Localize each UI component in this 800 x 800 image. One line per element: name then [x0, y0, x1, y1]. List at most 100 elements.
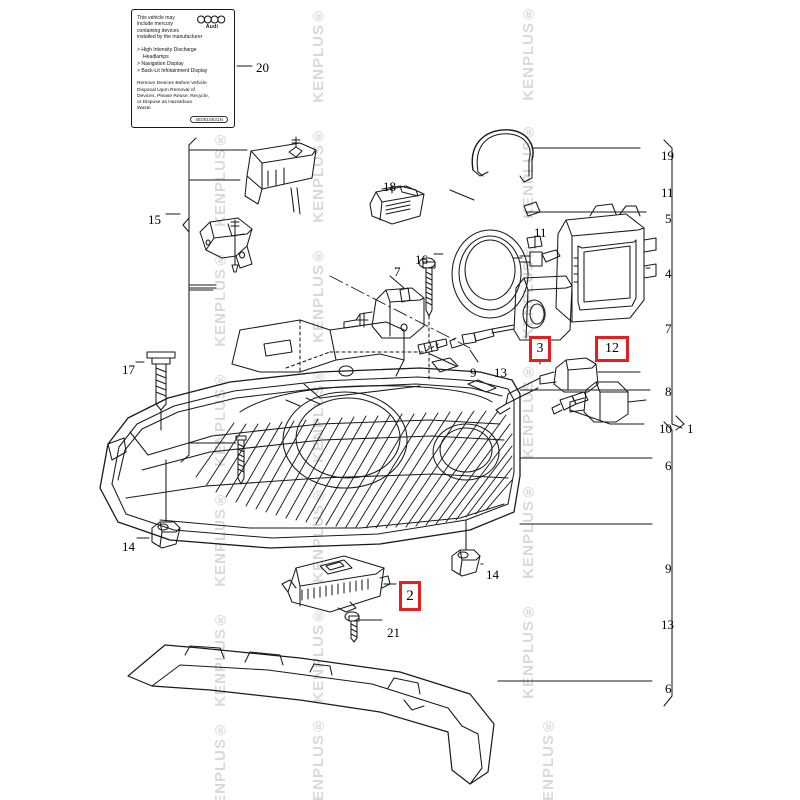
- mercury-disposal-note: Remove Devices Before Vehicle Disposal U…: [137, 81, 229, 112]
- callout-number-4: 4: [665, 266, 672, 281]
- centerline-adjuster: [329, 275, 471, 349]
- part-13-pins: [491, 324, 515, 334]
- part-bulb-12-tip: [495, 403, 511, 415]
- part-headlight-inner: [111, 376, 515, 539]
- bracket-15-outer: [180, 137, 197, 463]
- part-igniter-3-bore2: [529, 303, 545, 325]
- part-screw-threads-17: [155, 367, 167, 397]
- part-bulb-10-base: [571, 391, 589, 405]
- callout-number-13: 13: [494, 365, 507, 380]
- part-cover-top-edge: [250, 149, 317, 164]
- part-13-stem: [473, 328, 495, 342]
- part-ring-5-mid: [458, 235, 522, 311]
- audi-brand-mark: Audi: [196, 15, 228, 30]
- mercury-heading-line-3: containing devices: [137, 27, 179, 34]
- bracket-15-notch: [182, 217, 190, 233]
- part-bulb-11-base: [529, 251, 543, 267]
- part-screw-threads-21: [350, 623, 358, 638]
- part-adjuster-7: [371, 287, 425, 339]
- highlighted-callout-12: 12: [595, 336, 629, 362]
- part-ballast-2-top: [295, 567, 385, 587]
- part-ballast-2-mount-r: [379, 575, 391, 589]
- mercury-foot-4: or Dispose as Hazardous: [137, 100, 192, 106]
- part-nut-14r: [451, 549, 481, 577]
- mercury-foot-5: Waste: [137, 106, 151, 112]
- bracket-1-lower-top: [663, 421, 673, 431]
- callout-number-11-bulb: 11: [534, 225, 547, 240]
- callout-number-6-upper: 6: [665, 458, 672, 473]
- callout-number-7: 7: [394, 264, 401, 279]
- part-inner-clip: [285, 397, 321, 407]
- mercury-bullet-1: > High Intensity Discharge: [137, 46, 197, 53]
- part-clip-19-inner: [476, 133, 531, 173]
- part-cover-pin: [291, 136, 301, 148]
- part-screw-shank-21: [350, 620, 358, 643]
- bracket-1-upper: [663, 139, 683, 429]
- part-9-ribs: [423, 342, 433, 353]
- part-trim-clip-2: [244, 651, 284, 666]
- part-trim-clip-1: [184, 645, 225, 659]
- callout-number-15: 15: [148, 212, 161, 227]
- part-bracket-fold: [227, 223, 245, 237]
- mercury-foot-3: Devices, Please Reuse, Recycle,: [137, 93, 210, 99]
- callout-number-6-lower: 6: [665, 681, 672, 696]
- part-inner-wire: [239, 385, 493, 413]
- mercury-bullet-1b: Headlamps: [143, 53, 169, 60]
- part-inner-housing-e: [263, 339, 293, 357]
- part-adjuster-7-top: [385, 289, 425, 303]
- part-nut-14l-top: [159, 521, 181, 533]
- callout-number-17: 17: [122, 362, 135, 377]
- bracket-1-lower: [663, 429, 673, 707]
- part-socket-8-top: [595, 381, 629, 393]
- leader-7-part: [389, 275, 405, 289]
- part-bezel-4-top: [565, 219, 645, 237]
- part-connector-18-pins: [385, 200, 411, 215]
- leader-8a: [627, 399, 647, 403]
- part-inner-housing-b: [299, 319, 337, 373]
- part-lens-line-4: [159, 503, 505, 529]
- part-screw-threads-16: [425, 271, 433, 306]
- part-inner-housing-d: [329, 321, 405, 361]
- part-ballast-2-logo: [325, 561, 345, 571]
- mercury-bullet-2: > Navigation Display: [137, 61, 184, 68]
- callout-number-20: 20: [256, 60, 269, 75]
- part-ring-5-outer: [451, 229, 529, 319]
- part-socket-8: [583, 381, 629, 423]
- part-lens-hatching: [195, 410, 513, 529]
- callout-number-10: 10: [659, 421, 672, 436]
- callout-number-13-right: 13: [661, 617, 674, 632]
- part-cover-leg: [290, 187, 301, 215]
- part-bulb-11-contacts: [519, 255, 531, 263]
- part-bracket-tab: [235, 245, 253, 269]
- part-bezel-4-tab-r2: [643, 263, 657, 279]
- mercury-heading-line-4: installed by the manufacturer: [137, 34, 203, 41]
- part-cover-top: [246, 142, 317, 190]
- part-igniter-3-bore: [522, 299, 546, 329]
- part-bezel-4-tab-top2: [619, 205, 641, 217]
- part-nut-14l-bore: [157, 523, 169, 531]
- callout-number-11-right: 11: [661, 185, 674, 200]
- part-trim-clip-3: [309, 663, 333, 676]
- part-bezel-4-outer: [555, 213, 645, 323]
- guide-1: [329, 343, 439, 353]
- part-igniter-3-top: [523, 277, 573, 291]
- part-bezel-4-ribs: [573, 257, 579, 283]
- part-igniter-3-edge: [525, 289, 529, 339]
- part-inner-bar: [303, 383, 421, 399]
- audi-four-rings-logo: [197, 15, 226, 24]
- part-clip-19-end1: [472, 169, 489, 177]
- part-ballast-2-mount-b: [337, 601, 357, 613]
- highlighted-callout-2: 2: [399, 581, 421, 611]
- callout-number-14-right: 14: [486, 567, 499, 582]
- part-ballast-2-fins: [301, 578, 369, 601]
- part-bulb-12-top: [565, 359, 597, 371]
- part-9-tip: [435, 338, 448, 349]
- guide-housing-top: [239, 319, 301, 331]
- part-bulb-12-base: [553, 357, 599, 393]
- part-9-body: [417, 340, 439, 355]
- part-bracket: [199, 217, 253, 259]
- part-socket-8-neck: [569, 397, 585, 413]
- part-13-tail: [449, 337, 463, 349]
- part-screw-head-17: [146, 351, 176, 359]
- part-connector-18-tab: [399, 185, 419, 197]
